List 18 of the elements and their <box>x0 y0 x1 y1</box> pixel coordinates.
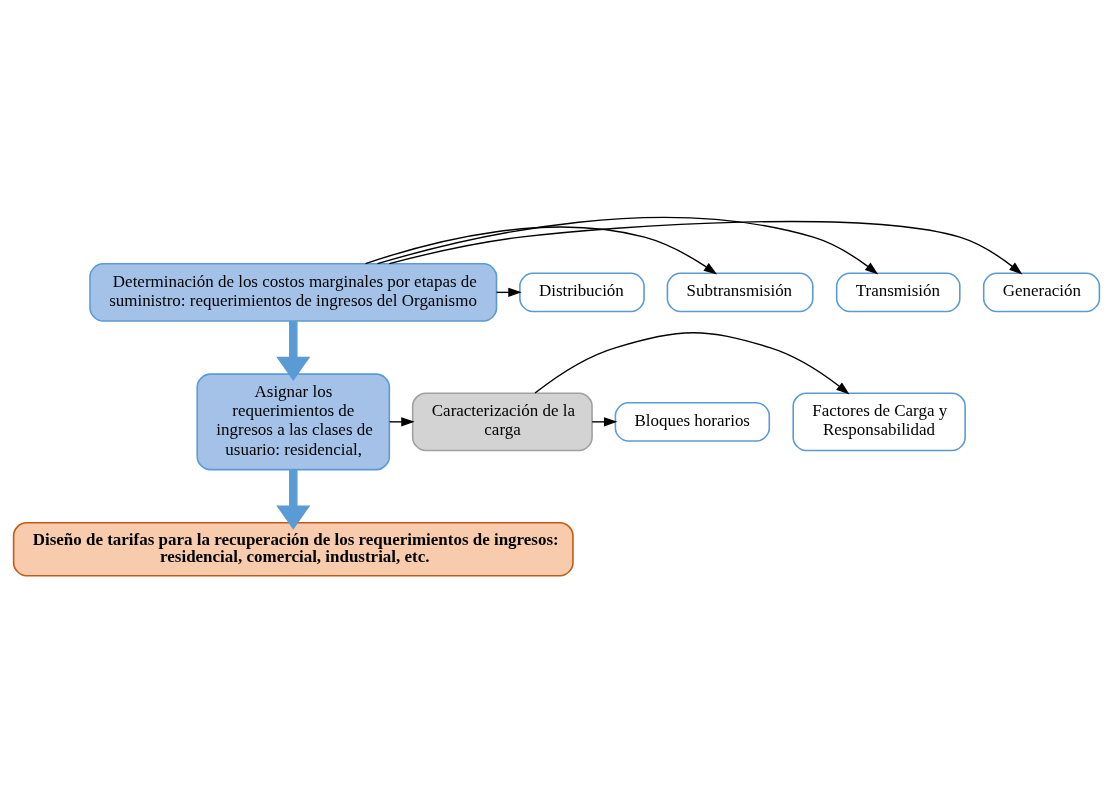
node-box: Bloques horarios <box>614 401 771 442</box>
arrow <box>364 225 718 274</box>
node-box: Determinación de los costos marginales por etapas de suministro: requerimientos de ingresos del Organismo <box>89 262 498 322</box>
node-box: Generación <box>982 271 1101 312</box>
node-box: Diseño de tarifas para la recuperación de los requerimientos de ingresos: residencial, comercial, industrial, etc. <box>12 521 574 577</box>
node-box: Subtransmisión <box>666 271 814 312</box>
node-box: Distribución <box>519 271 645 312</box>
arrow <box>276 320 311 381</box>
arrow <box>276 469 311 530</box>
arrow <box>388 220 1023 275</box>
node-box: Asignar los requerimientos de ingresos a las clases de usuario: residencial, <box>196 372 391 470</box>
node-box: Factores de Carga y Responsabilidad <box>792 391 966 451</box>
arrow <box>534 331 850 394</box>
node-box: Caracterización de la carga <box>411 391 593 451</box>
arrow <box>591 416 618 427</box>
arrow <box>376 216 879 274</box>
node-box: Transmisión <box>835 271 961 312</box>
arrow <box>388 416 415 427</box>
